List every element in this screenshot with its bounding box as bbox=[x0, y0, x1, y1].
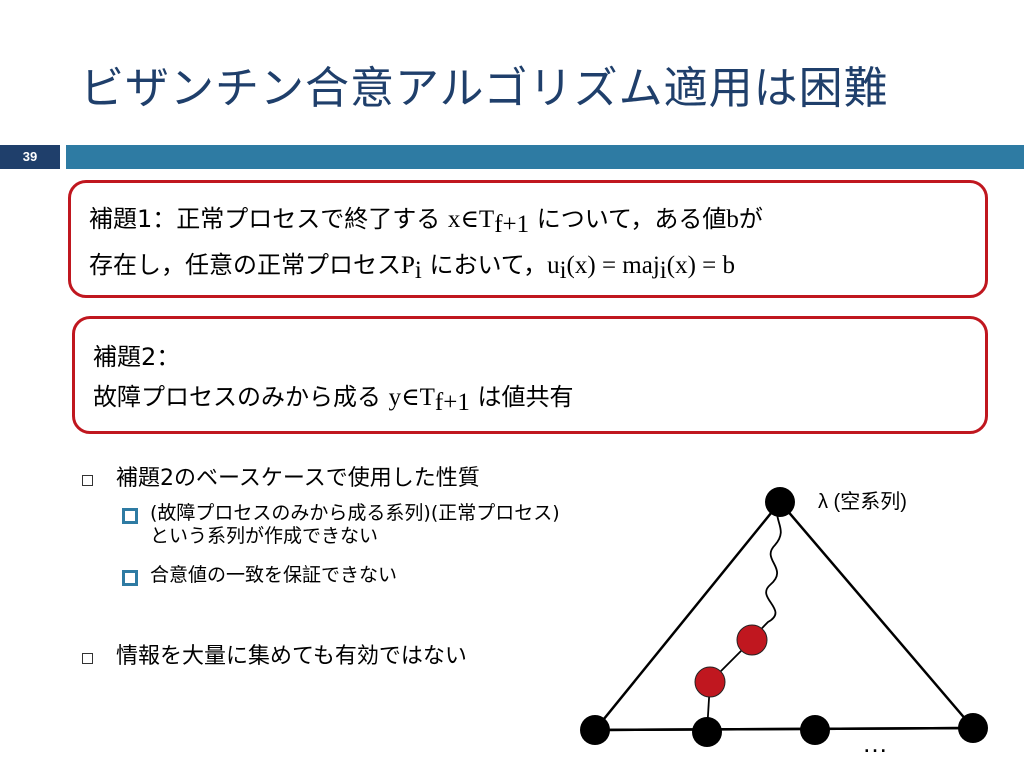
sub-bullet-1-line1: (故障プロセスのみから成る系列)(正常プロセス) bbox=[150, 502, 560, 524]
bullet-1: 補題2のベースケースで使用した性質 bbox=[116, 466, 480, 491]
bullet-marker bbox=[82, 653, 93, 664]
lemma1-eq2: (x) = b bbox=[666, 252, 735, 279]
lemma1-tail: について，ある値 bbox=[529, 205, 727, 233]
header-band bbox=[66, 145, 1024, 169]
leaf-node bbox=[958, 713, 988, 743]
lemma1-end: が bbox=[738, 205, 763, 233]
bullet-2: 情報を大量に集めても有効ではない bbox=[116, 644, 467, 669]
lemma1-u-sub: i bbox=[559, 257, 567, 284]
leaf-node bbox=[800, 715, 830, 745]
lemma2-text: 故障プロセスのみから成る bbox=[93, 383, 389, 411]
lemma2-line2: 故障プロセスのみから成る y∈Tf+1 は値共有 bbox=[93, 377, 574, 417]
lemma2-tail: は値共有 bbox=[469, 383, 574, 411]
lemma1-u: u bbox=[547, 252, 560, 279]
lemma1-b: b bbox=[726, 206, 739, 233]
lemma1-p-sub: i bbox=[414, 257, 422, 284]
lemma1-mid: において， bbox=[421, 251, 548, 279]
sub-bullet-marker bbox=[122, 508, 138, 524]
lemma1-eq1: (x) = maj bbox=[566, 252, 660, 279]
root-label: λ (空系列) bbox=[818, 490, 907, 513]
lemma2-box: 補題2： 故障プロセスのみから成る y∈Tf+1 は値共有 bbox=[72, 316, 988, 434]
lemma2-line1: 補題2： bbox=[93, 343, 181, 371]
lemma1-line1: 補題1：正常プロセスで終了する x∈Tf+1 について，ある値bが bbox=[89, 199, 763, 239]
wavy-path bbox=[751, 501, 782, 641]
lemma1-maj-sub: i bbox=[659, 257, 667, 284]
sub-bullet-marker bbox=[122, 570, 138, 586]
slide-title: ビザンチン合意アルゴリズム適用は困難 bbox=[80, 63, 889, 114]
lemma2-set: y∈T bbox=[388, 384, 435, 411]
lemma1-set: x∈T bbox=[447, 206, 495, 233]
triangle-outline bbox=[592, 501, 976, 732]
lemma2-set-sub: f+1 bbox=[434, 389, 470, 416]
lemma1-line2: 存在し，任意の正常プロセスPi において，ui(x) = maji(x) = b bbox=[89, 245, 735, 285]
lemma1-box: 補題1：正常プロセスで終了する x∈Tf+1 について，ある値bが 存在し，任意… bbox=[68, 180, 988, 298]
lemma1-text: 補題1：正常プロセスで終了する bbox=[89, 205, 448, 233]
lemma1-set-sub: f+1 bbox=[494, 211, 530, 238]
bullet-marker bbox=[82, 475, 93, 486]
leaf-node bbox=[692, 717, 722, 747]
lemma1-p: P bbox=[401, 252, 415, 279]
base-line bbox=[594, 726, 974, 732]
root-node bbox=[765, 487, 795, 517]
sub-bullet-1-line2: という系列が作成できない bbox=[150, 525, 379, 547]
leaf-node bbox=[580, 715, 610, 745]
red-node-lower bbox=[694, 666, 726, 698]
sub-bullet-2: 合意値の一致を保証できない bbox=[150, 564, 398, 586]
ellipsis: … bbox=[862, 728, 888, 758]
red-node-upper bbox=[736, 624, 768, 656]
slide-number: 39 bbox=[0, 145, 60, 169]
lemma1-line2-text: 存在し，任意の正常プロセス bbox=[89, 251, 401, 279]
